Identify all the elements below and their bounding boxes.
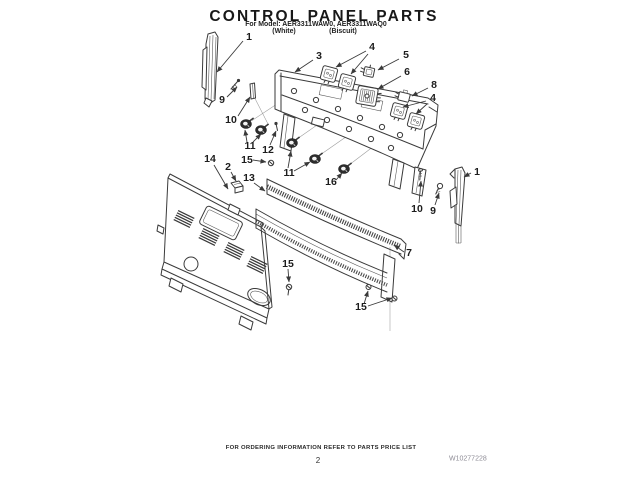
oval-opening: [247, 287, 271, 307]
callout-leader-6: [377, 75, 402, 90]
burner-knob: [239, 117, 255, 130]
callout-leader-7: [393, 244, 405, 253]
control-panel: [274, 69, 439, 197]
callout-leader-1: [463, 172, 472, 178]
part-callout-9: 9: [219, 94, 225, 106]
callout-leader-3: [294, 59, 314, 73]
panel-leg: [388, 158, 405, 190]
vent-slots: [223, 241, 245, 261]
callout-leader-5: [377, 58, 400, 71]
screw-15-mid: [285, 283, 293, 296]
part-callout-8: 8: [431, 79, 437, 91]
vent-slots: [173, 209, 195, 229]
trim-end-cap: [398, 238, 407, 260]
part-callout-9: 9: [430, 205, 436, 217]
part-callout-3: 3: [316, 50, 322, 62]
knob-shaft-holes: [290, 87, 404, 152]
lower-trim-strip: [255, 208, 396, 303]
thermostat-knob: [337, 162, 353, 175]
vent-slots: [246, 255, 268, 275]
callout-leader-1: [216, 40, 244, 73]
callout-leader-4: [335, 50, 367, 68]
screw-15-right-b: [391, 295, 398, 302]
callout-leader-4: [402, 100, 427, 109]
callout-leader-12: [269, 130, 277, 146]
part-callout-15: 15: [282, 258, 294, 270]
ordering-note: FOR ORDERING INFORMATION REFER TO PARTS …: [225, 444, 417, 451]
callout-leader-14: [213, 164, 229, 190]
finish-white-label: (White): [272, 27, 296, 35]
part-callout-5: 5: [403, 49, 409, 61]
callout-leader-4: [350, 53, 369, 75]
callout-leader-2: [230, 171, 237, 182]
spark-switch: [359, 64, 376, 78]
callout-leader-10: [418, 180, 423, 204]
callout-leader-15: [252, 158, 267, 164]
panel-slot: [310, 116, 326, 128]
burner-knob: [308, 152, 324, 165]
screw-left: [230, 78, 241, 90]
part-callout-14: 14: [204, 153, 216, 165]
part-callout-12: 12: [262, 144, 274, 156]
spacer-plate: [249, 82, 256, 100]
part-callout-11: 11: [283, 167, 294, 179]
callout-leader-11: [287, 150, 293, 169]
switch-component: [394, 89, 411, 103]
callout-leader-8: [411, 87, 429, 97]
part-callout-15: 15: [241, 154, 253, 166]
part-callout-10: 10: [225, 114, 237, 126]
part-callout-16: 16: [325, 176, 337, 188]
part-callout-10: 10: [411, 203, 423, 215]
left-mounting-bracket: [201, 31, 219, 108]
callout-leader-15: [363, 290, 369, 305]
right-mounting-bracket: [449, 166, 466, 244]
backguard-panel: [156, 173, 273, 331]
finish-biscuit-label: (Biscuit): [329, 27, 357, 35]
screw-9-right: [435, 182, 444, 195]
screw-10-right: [418, 168, 423, 181]
callout-leader-16: [335, 172, 343, 181]
vent-slots: [198, 227, 220, 247]
part-callout-15: 15: [355, 301, 367, 313]
part-callout-11: 11: [244, 140, 255, 152]
callout-leader-9: [434, 192, 440, 206]
model-info: For Model: AER3311WAW0, AER3311WAQ0: [245, 20, 387, 28]
part-callout-2: 2: [225, 161, 231, 173]
callout-leader-11: [243, 129, 249, 143]
round-opening: [183, 256, 199, 272]
panel-clip: [230, 180, 244, 194]
burner-knob: [254, 123, 270, 136]
callout-leader-10: [237, 96, 251, 117]
callout-leader-15: [367, 297, 393, 307]
callout-leader-9: [226, 86, 238, 98]
part-callout-4: 4: [369, 41, 375, 53]
callout-leader-15: [286, 268, 292, 283]
part-callout-1: 1: [246, 31, 252, 43]
part-callout-6: 6: [404, 66, 410, 78]
part-callout-4: 4: [430, 92, 436, 104]
callout-leader-4: [415, 103, 428, 115]
page-number: 2: [315, 456, 321, 465]
control-panel-trim: [265, 178, 407, 260]
callout-leader-11: [293, 161, 311, 172]
document-number: W10277228: [449, 455, 487, 463]
display-window-opening: [199, 205, 243, 241]
part-callout-13: 13: [243, 172, 255, 184]
screw-15-right-a: [365, 284, 372, 290]
page-title: CONTROL PANEL PARTS: [209, 8, 439, 25]
callout-leader-13: [253, 182, 266, 192]
screw-15-top: [267, 159, 275, 167]
infinite-switch: [355, 85, 382, 107]
part-callout-1: 1: [474, 166, 480, 178]
part-callout-7: 7: [406, 247, 412, 259]
screw-12: [274, 121, 278, 131]
callout-leader-11: [252, 133, 262, 143]
